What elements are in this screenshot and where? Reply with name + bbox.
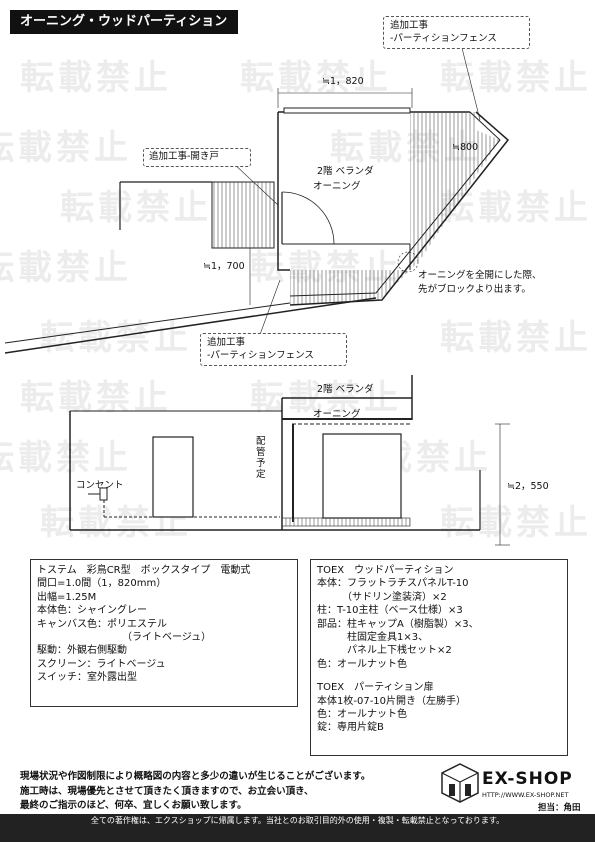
- outlet-label: コンセント: [76, 480, 124, 491]
- spec-awning-line: 本体色：シャイングレー: [37, 605, 147, 617]
- spec-awning-line: スイッチ：室外露出型: [37, 672, 137, 684]
- notice: 現場状況や作図制限により概略図の内容と多少の違いが生じることがございます。 施工…: [20, 770, 370, 814]
- spec-partition-line: （サドリン塗装済）×2: [317, 591, 447, 603]
- staff-label: 担当：角田: [538, 803, 581, 813]
- spec-awning-line: スクリーン：ライトベージュ: [37, 658, 166, 670]
- watermark: 転載禁止: [60, 188, 212, 228]
- watermark: 転載禁止: [20, 58, 172, 98]
- spec-partition-panel: TOEX ウッドパーティション 本体：フラットラチスパネルT-10 （サドリン塗…: [310, 559, 568, 756]
- door: [322, 433, 402, 519]
- watermark: 転載禁止: [240, 58, 392, 98]
- watermark: 転載禁止: [0, 248, 132, 288]
- spec-door-line: 本体1枚-07-10片開き（左勝手）: [317, 695, 467, 707]
- notice-line: 現場状況や作図制限により概略図の内容と多少の違いが生じることがございます。: [20, 771, 371, 782]
- awning-note-line1: オーニングを全開にした際、: [418, 270, 542, 281]
- spec-partition-line: パネル上下桟セット×2: [317, 645, 452, 657]
- spec-door-line: TOEX パーティション扉: [317, 682, 434, 694]
- watermark: 転載禁止: [0, 438, 132, 478]
- brand-logo-icon: [441, 763, 479, 803]
- spec-awning-line: 間口=1.0間（1，820mm）: [37, 578, 167, 590]
- watermark: 転載禁止: [40, 318, 192, 358]
- spec-partition-line: 色：オールナット色: [317, 658, 407, 670]
- door-swing: [281, 191, 335, 245]
- plan-veranda-label: 2階 ベランダ: [317, 166, 374, 177]
- note-door-text: 追加工事-開き戸: [149, 151, 219, 162]
- elev-awning-label: オーニング: [313, 409, 361, 420]
- watermark: 転載禁止: [440, 58, 592, 98]
- veranda-floor: [410, 112, 476, 240]
- note-door: 追加工事-開き戸: [143, 148, 251, 167]
- footer: 全ての著作権は、エクスショップに帰属します。当社とのお取引目的外の使用・複製・転…: [0, 814, 595, 842]
- piping-label: 配管予定: [256, 436, 266, 480]
- spec-door-line: 錠：専用片錠B: [317, 722, 384, 734]
- plan-awning-label: オーニング: [313, 181, 361, 192]
- awning-box: [283, 107, 411, 114]
- spec-awning-panel: トステム 彩鳥CR型 ボックスタイプ 電動式 間口=1.0間（1，820mm） …: [30, 559, 298, 707]
- spec-partition-line: 柱固定金具1×3、: [317, 632, 429, 644]
- spec-awning-line: 駆動：外観右側駆動: [37, 645, 127, 657]
- plan-view: [4, 39, 510, 354]
- spec-partition-line: 本体：フラットラチスパネルT-10: [317, 578, 469, 590]
- step-area: [211, 181, 275, 249]
- spec-awning-line: （ライトベージュ）: [37, 632, 212, 644]
- note-fence-top-line1: 追加工事: [390, 20, 429, 31]
- note-fence-bottom: 追加工事 -パーティションフェンス: [200, 333, 347, 366]
- spec-partition-line: 部品：柱キャップA（樹脂製）×3、: [317, 618, 479, 630]
- dim-depth: ≒1，700: [203, 261, 245, 272]
- spec-awning-line: キャンバス色：ポリエステル: [37, 618, 167, 630]
- brand-url: HTTP://WWW.EX-SHOP.NET: [482, 791, 569, 799]
- spec-awning-line: 出幅=1.25M: [37, 591, 97, 603]
- note-fence-top-line2: -パーティションフェンス: [390, 33, 497, 44]
- spec-partition-line: 柱：T-10主柱（ベース仕様）×3: [317, 605, 463, 617]
- plan-and-elevation-drawing: [4, 39, 510, 546]
- notice-line: 施工時は、現場優先とさせて頂きたく頂きますので、お立会い頂き、: [20, 785, 314, 797]
- spec-awning-line: トステム 彩鳥CR型 ボックスタイプ 電動式: [37, 565, 251, 576]
- spec-door-line: 色：オールナット色: [317, 709, 407, 721]
- dim-side: ≒800: [452, 142, 479, 153]
- elev-veranda-label: 2階 ベランダ: [317, 384, 374, 395]
- dim-height: ≒2，550: [507, 481, 549, 492]
- brand-name: EX-SHOP: [482, 769, 573, 789]
- page-title: オーニング・ウッドパーティション: [10, 10, 238, 34]
- note-fence-bottom-line2: -パーティションフェンス: [207, 350, 314, 361]
- awning-note-line2: 先がブロックより出ます。: [418, 284, 531, 295]
- window: [152, 436, 194, 518]
- elevation-view: [69, 375, 510, 546]
- watermark: 転載禁止: [440, 318, 592, 358]
- notice-line: 最終のご指示のほど、何卒、宜しくお願い致します。: [20, 800, 247, 811]
- watermark: 転載禁止: [0, 128, 132, 168]
- note-fence-bottom-line1: 追加工事: [207, 337, 246, 348]
- spec-partition-line: TOEX ウッドパーティション: [317, 565, 454, 576]
- dim-width: ≒1，820: [322, 76, 364, 87]
- watermark: 転載禁止: [440, 503, 592, 543]
- note-fence-top: 追加工事 -パーティションフェンス: [383, 16, 530, 49]
